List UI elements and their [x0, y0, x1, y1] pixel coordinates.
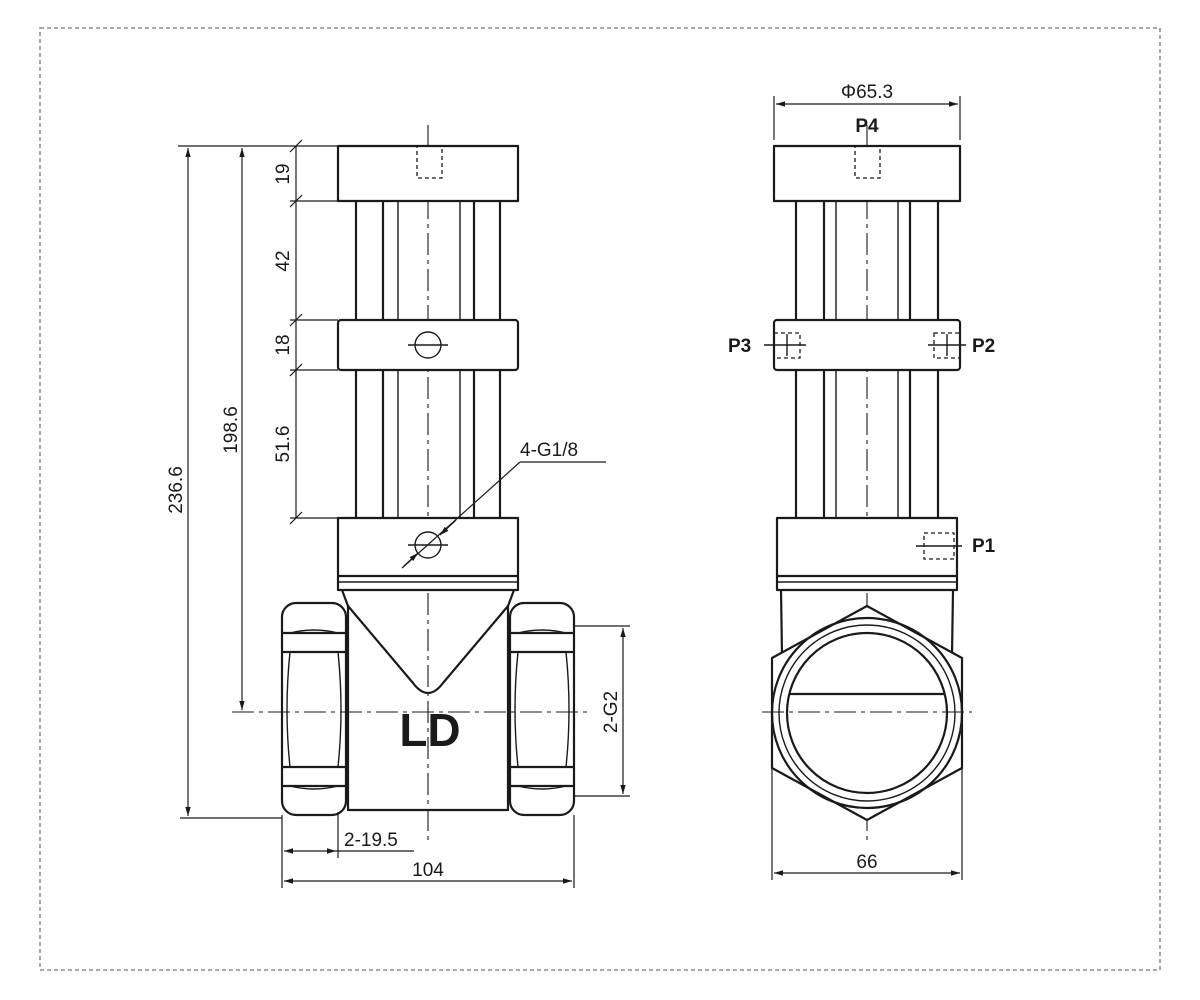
side-top-port-hidden	[854, 145, 881, 179]
port-p3-label: P3	[728, 336, 751, 357]
port-p2-label: P2	[972, 336, 995, 357]
dim-overall-height-label: 236.6	[166, 466, 187, 514]
front-body-v-shape	[347, 605, 509, 695]
side-lower-block	[775, 516, 959, 592]
side-top-cap	[772, 144, 962, 203]
front-extension-lines	[178, 145, 356, 819]
front-right-hex-nut	[508, 601, 576, 817]
ports-callout-label: 4-G1/8	[520, 440, 578, 461]
dim-body-length-label: 104	[412, 860, 444, 881]
front-lower-tubes	[354, 370, 502, 518]
front-top-port-hidden	[416, 145, 443, 179]
side-bore-inner	[785, 631, 949, 795]
dim-pipe-thread-label: 2-G2	[601, 691, 622, 733]
side-lower-tubes	[794, 370, 940, 518]
dim-to-center-label: 198.6	[221, 406, 242, 454]
front-view: LD 19 42 18 51.6 198.6 236.6	[166, 125, 630, 888]
dim-top-cap-label: 19	[273, 163, 294, 184]
dim-upper-tube-label: 42	[273, 250, 294, 271]
brand-logo-text: LD	[399, 704, 460, 756]
side-upper-tubes	[794, 201, 940, 320]
side-bore-outer	[770, 616, 964, 810]
front-body-neck	[340, 589, 516, 812]
dim-thread-length-label: 2-19.5	[344, 830, 398, 851]
front-upper-tubes	[354, 201, 502, 320]
side-bore-mid	[778, 624, 956, 802]
ports-callout-leader	[401, 461, 606, 569]
dim-middle-block-label: 18	[273, 334, 294, 355]
dim-cap-diameter-label: Φ65.3	[841, 82, 893, 103]
front-top-cap	[336, 144, 520, 203]
side-hex-body	[770, 604, 964, 822]
front-chain-ticks	[289, 139, 303, 525]
port-p1-label: P1	[972, 536, 996, 557]
drawing-frame	[39, 27, 1161, 971]
dim-hex-width-label: 66	[856, 852, 877, 873]
front-left-hex-nut	[280, 601, 348, 817]
port-p4-label: P4	[855, 116, 879, 137]
dim-lower-tube-label: 51.6	[273, 426, 294, 463]
front-middle-port	[408, 331, 448, 359]
side-body-neck	[779, 589, 784, 656]
front-lower-block	[336, 516, 520, 592]
side-view: Φ65.3 P4 P3 P2 P1 66	[728, 82, 996, 880]
